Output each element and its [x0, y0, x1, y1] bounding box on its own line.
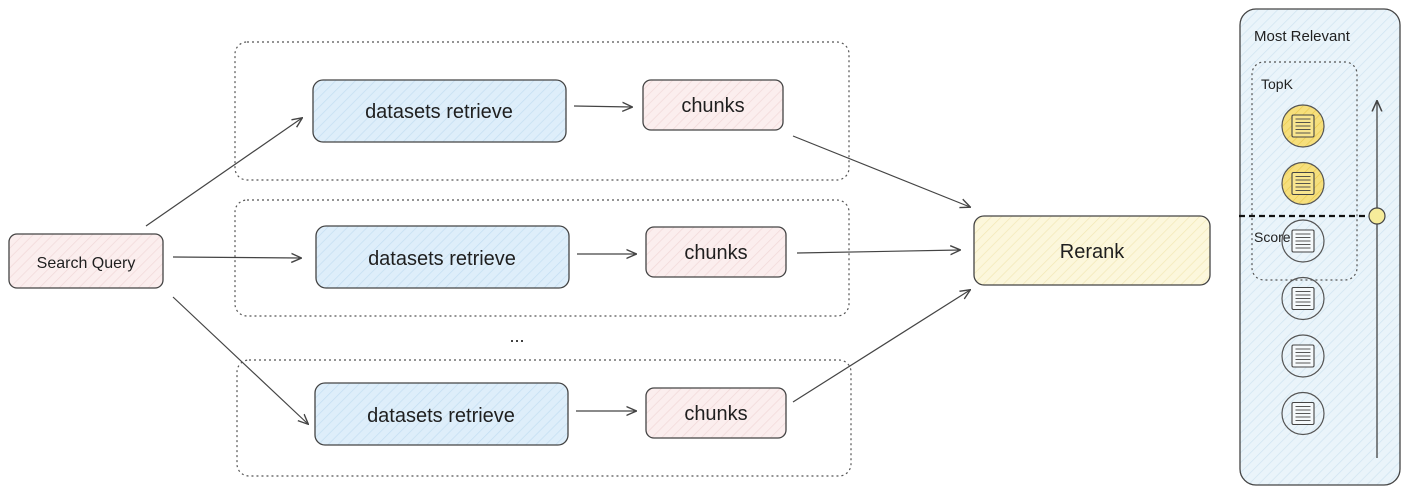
arrow-query-to-retrieve-1: [145, 118, 302, 227]
chunks-label-2: chunks: [684, 242, 747, 264]
document-icon: [1291, 344, 1315, 368]
ranked-document-3: [1281, 219, 1325, 263]
arrow-query-to-retrieve-2: [172, 257, 301, 258]
ranked-document-2: [1281, 161, 1325, 206]
ranked-document-list: [1281, 104, 1325, 436]
document-icon: [1291, 114, 1315, 138]
branch-container-1: [234, 41, 850, 181]
search-query-label: Search Query: [37, 255, 136, 272]
rerank-label: Rerank: [1060, 241, 1125, 263]
arrow-retrieve-1-to-chunks-1: [573, 106, 632, 107]
retrieve-label-3: datasets retrieve: [367, 405, 515, 427]
ranked-document-6: [1281, 391, 1325, 436]
score-label: Score: [1254, 229, 1291, 245]
chunks-node-2: chunks: [645, 226, 787, 278]
arrow-query-to-retrieve-3: [172, 296, 308, 424]
ranked-document-4: [1281, 276, 1325, 321]
search-query-node: Search Query: [8, 233, 164, 289]
most-relevant-panel: Most Relevant TopK Score: [1239, 8, 1401, 486]
document-badge: [1281, 334, 1325, 378]
more-branches-ellipsis: ...: [509, 326, 524, 346]
ranked-document-1: [1281, 104, 1325, 148]
score-threshold-marker: [1368, 207, 1386, 225]
branch-container-3: [236, 359, 852, 477]
topk-region: [1251, 61, 1358, 281]
document-icon: [1291, 229, 1315, 253]
document-icon: [1291, 286, 1315, 311]
topk-label: TopK: [1261, 76, 1294, 92]
rerank-node: Rerank: [973, 215, 1211, 286]
retrieve-node-1: datasets retrieve: [312, 79, 567, 143]
document-icon: [1291, 171, 1315, 196]
document-badge: [1281, 391, 1325, 436]
retrieve-node-3: datasets retrieve: [314, 382, 569, 446]
arrow-chunks-1-to-rerank: [792, 135, 970, 207]
retrieve-node-2: datasets retrieve: [315, 225, 570, 289]
arrow-chunks-2-to-rerank: [796, 250, 960, 253]
chunks-label-3: chunks: [684, 403, 747, 425]
ranked-document-5: [1281, 334, 1325, 378]
chunks-node-1: chunks: [642, 79, 784, 131]
retrieve-label-1: datasets retrieve: [365, 101, 513, 123]
arrow-chunks-3-to-rerank: [792, 290, 970, 403]
document-badge: [1281, 219, 1325, 263]
document-icon: [1291, 401, 1315, 426]
chunks-node-3: chunks: [645, 387, 787, 439]
chunks-label-1: chunks: [681, 95, 744, 117]
most-relevant-title: Most Relevant: [1254, 28, 1351, 45]
branch-container-2: [234, 199, 850, 317]
document-badge: [1281, 276, 1325, 321]
retrieve-label-2: datasets retrieve: [368, 248, 516, 270]
